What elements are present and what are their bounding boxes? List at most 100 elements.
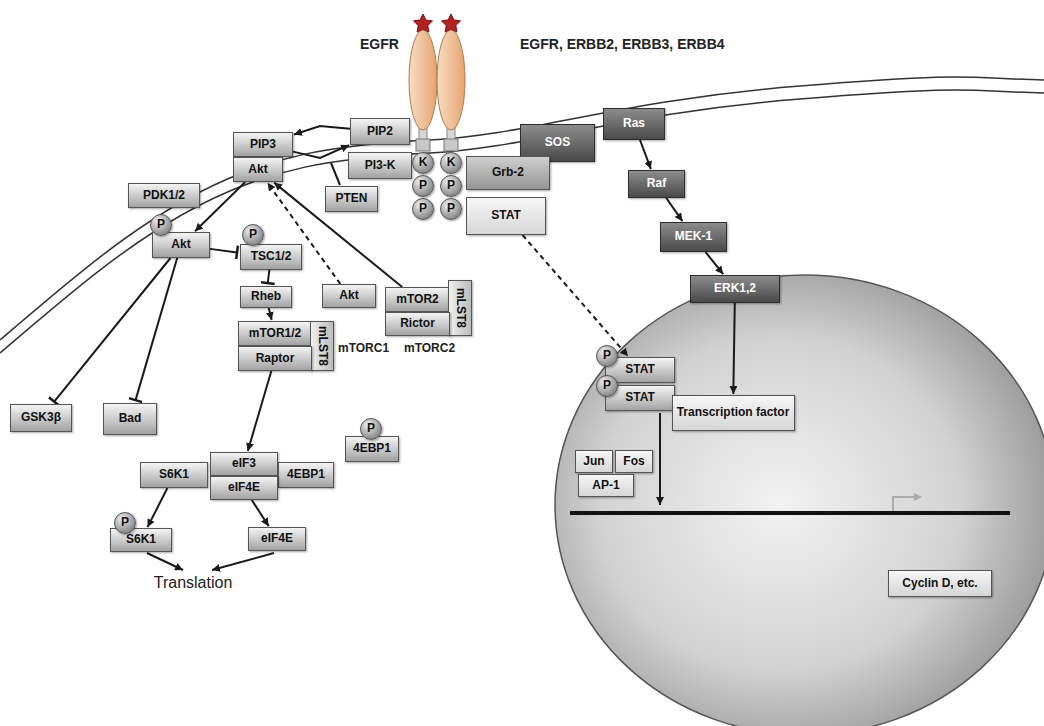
protein-box: Rheb: [240, 286, 292, 308]
translation-arrow: [212, 553, 274, 570]
text-label: Translation: [143, 574, 243, 592]
activation-arrow: [195, 182, 245, 231]
promoter-arrowhead: [914, 493, 922, 501]
activation-arrow: [640, 140, 651, 169]
node-text: Grb-2: [492, 166, 524, 180]
phospho-circle: P: [440, 198, 462, 220]
node-text: STAT: [625, 391, 655, 405]
node-text: Transcription factor: [677, 406, 790, 420]
phospho-circle: P: [596, 345, 618, 367]
node-text: P: [603, 349, 611, 363]
protein-box: Rictor: [385, 312, 450, 336]
node-text: SOS: [545, 136, 570, 150]
receptor-domain: [437, 30, 465, 130]
node-text: 4EBP1: [353, 442, 391, 456]
protein-box: PIP3: [233, 132, 293, 157]
inhibition-line: [210, 249, 237, 253]
activation-arrow: [274, 183, 402, 287]
node-text: Rictor: [400, 317, 435, 331]
text-label: mTORC2: [404, 342, 455, 356]
factor-box: Jun: [575, 450, 613, 473]
activation-arrow: [248, 371, 272, 451]
nucleus: [555, 275, 1044, 726]
protein-box: Bad: [103, 403, 157, 435]
phospho-circle: P: [150, 214, 172, 236]
node-text: Raptor: [256, 352, 295, 366]
protein-box: Raptor: [238, 346, 312, 371]
phospho-circle: P: [360, 418, 382, 440]
node-text: Akt: [248, 163, 267, 177]
node-text: Rheb: [251, 290, 281, 304]
node-text: P: [419, 179, 427, 193]
node-text: P: [121, 516, 129, 530]
factor-box: AP-1: [578, 474, 634, 497]
activation-arrow: [733, 303, 734, 394]
text-label: mTORC1: [338, 342, 389, 356]
protein-box: eIF3: [210, 452, 278, 476]
node-text: Raf: [647, 177, 666, 191]
node-text: eIF3: [232, 457, 256, 471]
inhibition-line: [54, 258, 170, 402]
node-text: mTOR2: [396, 293, 438, 307]
receptor-domain: [409, 30, 437, 130]
protein-box: mTOR1/2: [238, 321, 312, 346]
activation-arrow: [666, 198, 682, 221]
activation-arrow: [294, 126, 350, 134]
activation-arrow: [705, 252, 723, 274]
node-text: Fos: [623, 455, 644, 469]
node-text: 4EBP1: [287, 468, 325, 482]
node-text: P: [157, 218, 165, 232]
transmembrane-segment: [444, 139, 458, 151]
activation-arrow: [148, 488, 168, 527]
activation-arrow: [293, 145, 349, 158]
node-text: P: [447, 202, 455, 216]
node-text: PIP2: [367, 125, 393, 139]
inhibition-line: [268, 270, 270, 283]
cell-membrane: [0, 77, 1044, 353]
protein-box: S6K1: [140, 462, 208, 488]
membrane-line: [0, 77, 1044, 340]
inhibition-line: [136, 258, 178, 400]
protein-box: eIF4E: [210, 476, 278, 500]
text-label: EGFR: [360, 36, 399, 52]
node-text: Akt: [339, 289, 358, 303]
factor-box: Cyclin D, etc.: [888, 570, 992, 597]
node-text: mTOR1/2: [249, 327, 301, 341]
protein-box: Akt: [322, 284, 376, 308]
node-text: PI3-K: [365, 159, 396, 173]
node-text: MEK-1: [675, 230, 712, 244]
node-text: S6K1: [159, 468, 189, 482]
factor-box: STAT: [466, 197, 546, 235]
node-text: P: [419, 202, 427, 216]
node-text: K: [419, 156, 428, 170]
protein-box: mTOR2: [385, 287, 450, 312]
transcription-arrow: [659, 413, 661, 505]
promoter-arrow: [893, 497, 914, 511]
receptor: [409, 14, 465, 151]
kinase-box: MEK-1: [660, 222, 727, 252]
node-text: Bad: [119, 412, 142, 426]
protein-box: PTEN: [325, 186, 378, 212]
node-text: STAT: [625, 363, 655, 377]
factor-box: Fos: [615, 450, 653, 473]
node-text: P: [249, 228, 257, 242]
translation-arrow: [147, 553, 183, 570]
node-text: mLST8: [315, 326, 329, 366]
node-text: eIF4E: [261, 532, 293, 546]
protein-box: Akt: [233, 157, 283, 182]
node-text: S6K1: [126, 533, 156, 547]
node-text: Cyclin D, etc.: [902, 577, 977, 591]
node-text: P: [447, 179, 455, 193]
subunit-box: mLST8: [448, 280, 472, 336]
node-text: PDK1/2: [143, 189, 185, 203]
node-text: P: [603, 379, 611, 393]
node-text: ERK1,2: [714, 282, 756, 296]
subunit-box: mLST8: [310, 321, 334, 371]
ligand-star: [414, 14, 433, 32]
phospho-circle: P: [440, 175, 462, 197]
phospho-circle: P: [114, 512, 136, 534]
activation-arrow: [252, 500, 269, 526]
node-text: AP-1: [592, 479, 619, 493]
